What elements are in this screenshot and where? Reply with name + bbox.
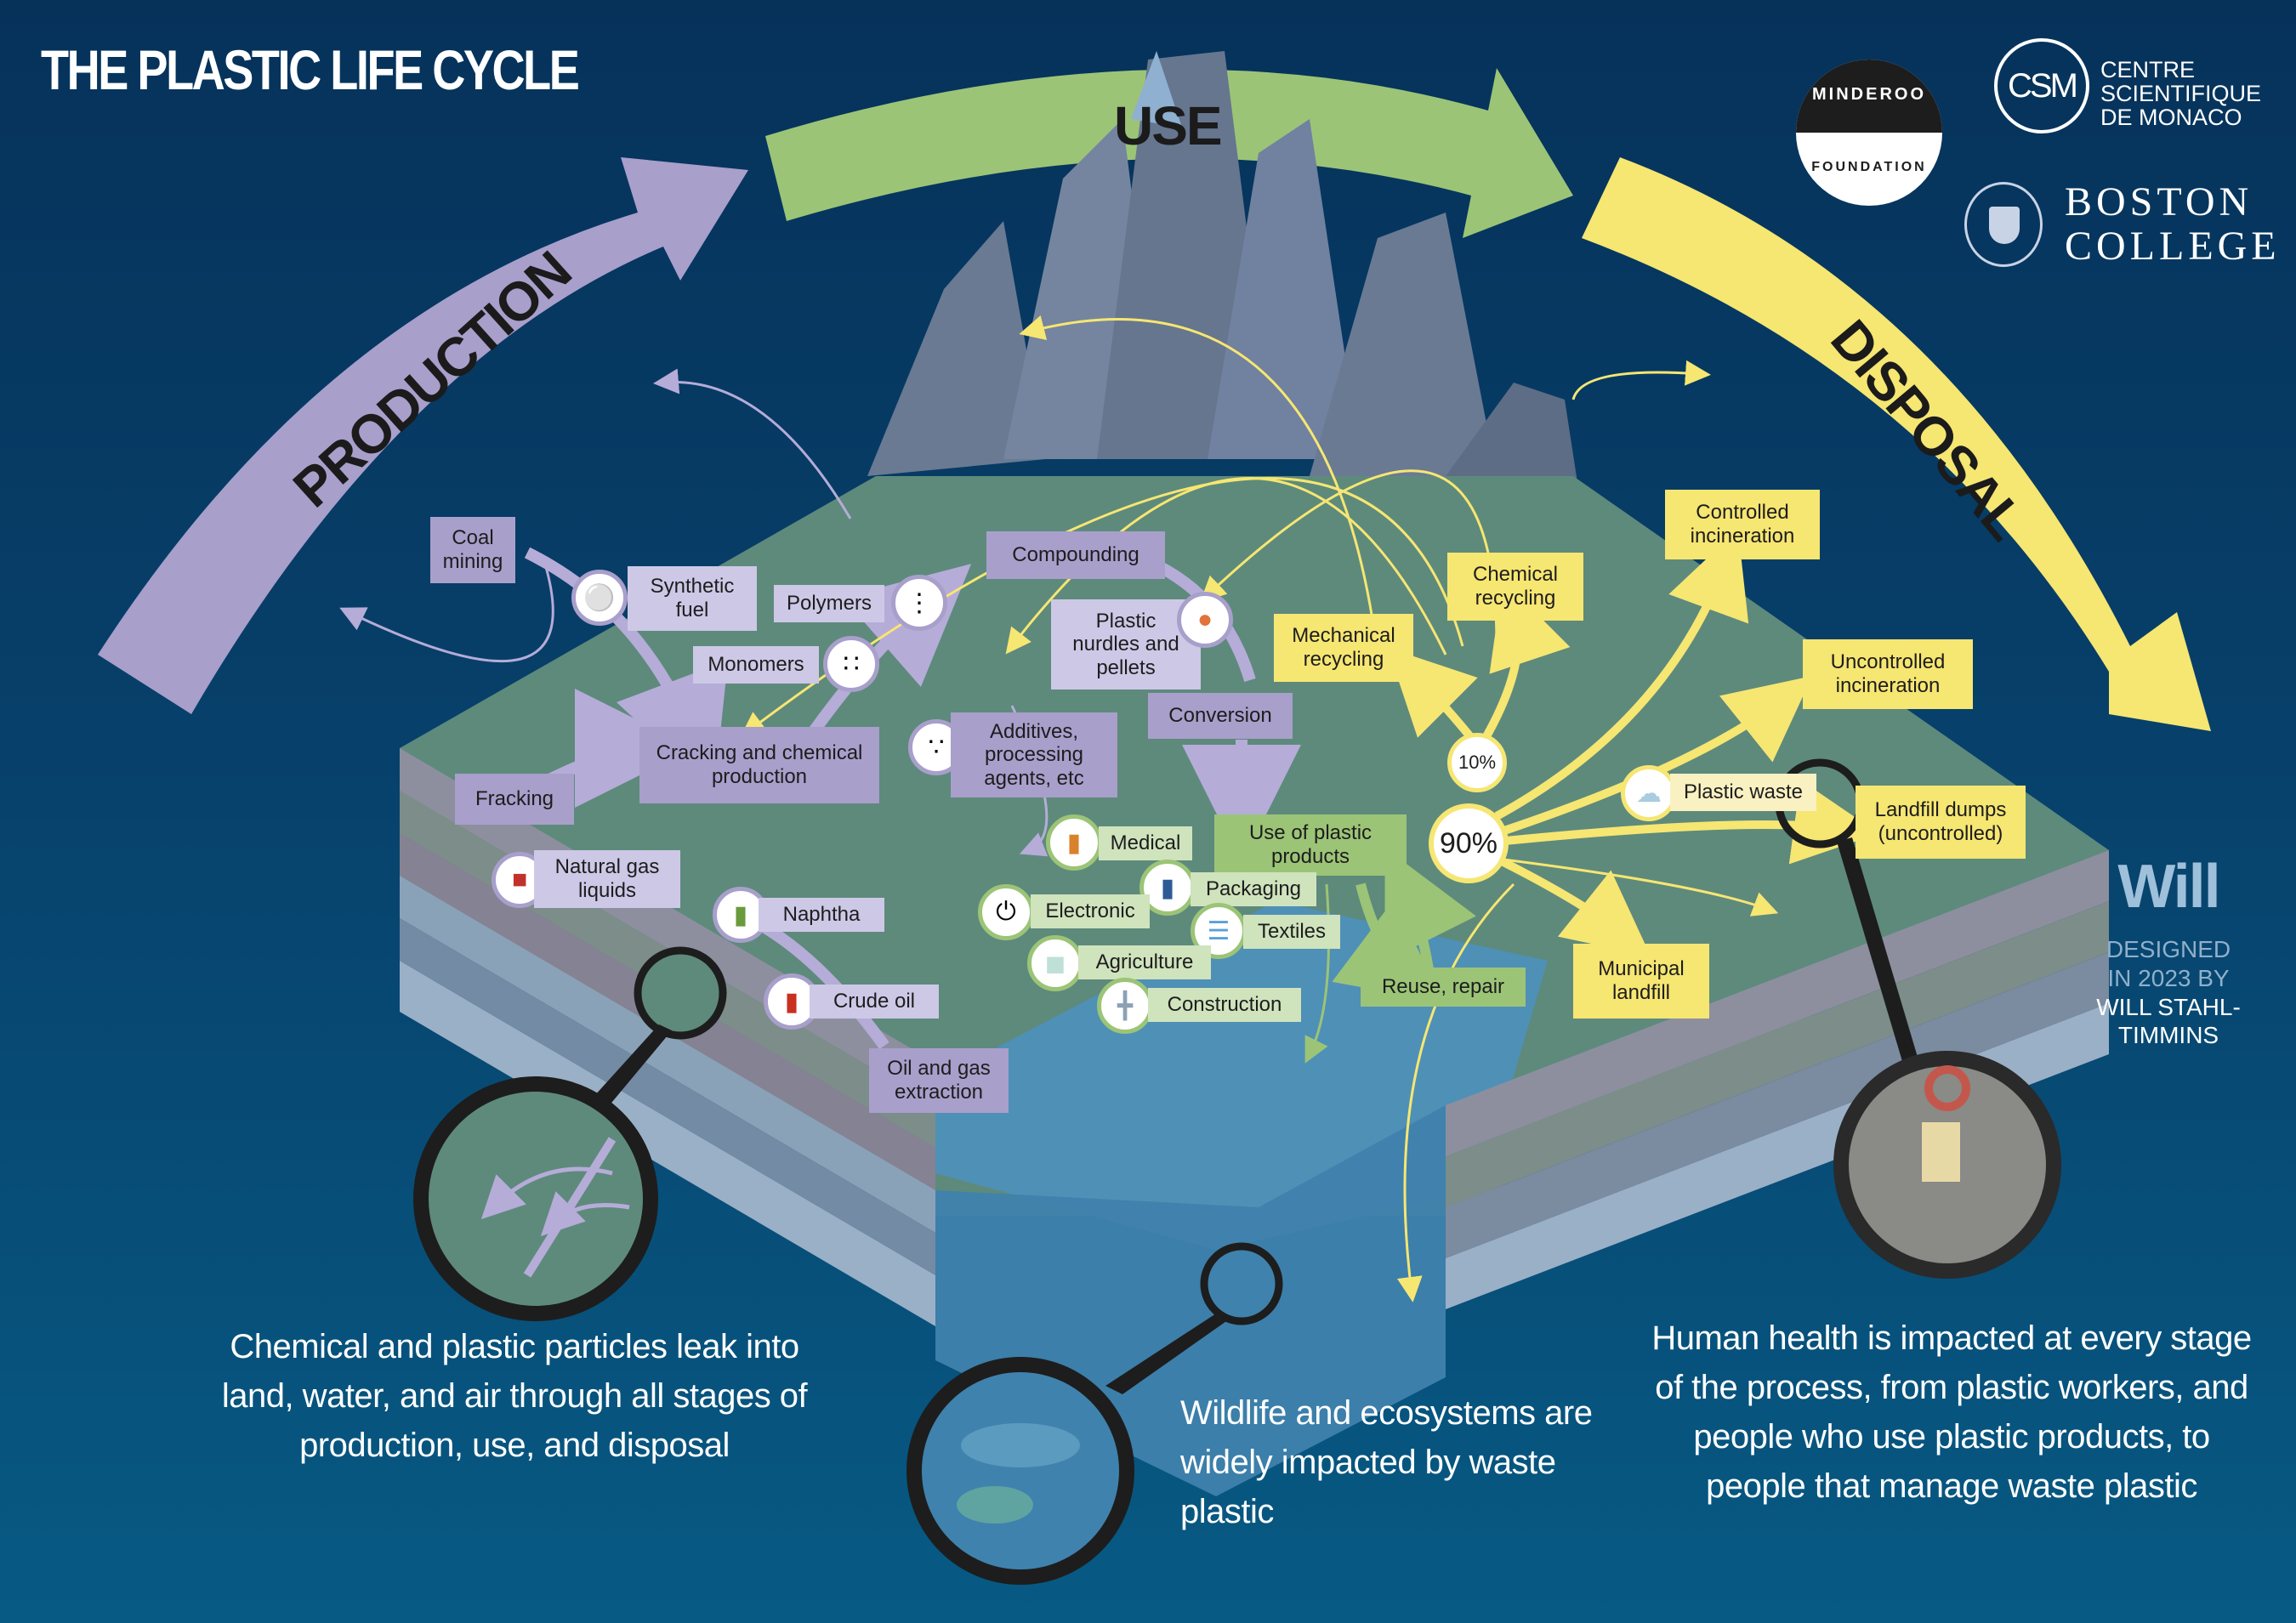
label-landfill-dumps: Landfill dumps (uncontrolled) [1856, 786, 2026, 859]
label-oil-gas-extraction: Oil and gas extraction [869, 1048, 1009, 1113]
label-use-of-plastic-products: Use of plastic products [1214, 814, 1407, 876]
credit-line1: DESIGNED [2106, 936, 2231, 963]
caption-wildlife: Wildlife and ecosystems are widely impac… [1180, 1394, 1593, 1530]
plug-icon: ⏻ [978, 884, 1034, 940]
polymer-molecule-icon: ⋮ [891, 575, 947, 631]
label-nurdles: Plastic nurdles and pellets [1051, 599, 1201, 689]
bc-seal-icon [1964, 182, 2043, 267]
label-naphtha: Naphtha [759, 898, 884, 932]
disposal-flows [1387, 529, 1879, 956]
csm-line1: CENTRE [2100, 57, 2196, 82]
page-title: THE PLASTIC LIFE CYCLE [41, 38, 580, 101]
label-mechanical-recycling: Mechanical recycling [1274, 614, 1413, 682]
minderoo-logo: MINDEROO FOUNDATION [1796, 60, 1942, 206]
csm-line3: DE MONACO [2100, 105, 2242, 130]
label-controlled-incineration: Controlled incineration [1665, 490, 1820, 559]
badge-recycled-percent: 10% [1447, 733, 1507, 792]
label-fracking: Fracking [455, 774, 574, 825]
caption-leak: Chemical and plastic particles leak into… [221, 1328, 808, 1464]
label-packaging: Packaging [1191, 872, 1316, 906]
label-compounding: Compounding [986, 531, 1165, 579]
bc-line1: BOSTON [2065, 179, 2253, 224]
label-monomers: Monomers [693, 646, 819, 684]
csm-mark: CSM [1994, 38, 2089, 133]
label-agriculture: Agriculture [1078, 945, 1211, 979]
label-synthetic-fuel: Synthetic fuel [628, 566, 757, 631]
label-additives: Additives, processing agents, etc [951, 712, 1117, 797]
nurdles-icon: ● [1177, 592, 1233, 648]
label-crude-oil: Crude oil [810, 985, 939, 1019]
csm-logo: CSM CENTRE SCIENTIFIQUE DE MONACO [1994, 38, 2275, 149]
minderoo-bottom-text: FOUNDATION [1811, 160, 1927, 174]
will-logo: Will [2117, 853, 2220, 921]
label-conversion: Conversion [1148, 693, 1293, 739]
boston-college-logo: BOSTON COLLEGE [1964, 179, 2279, 272]
plastic-bags-icon: ☁ [1621, 765, 1677, 821]
label-textiles: Textiles [1243, 915, 1340, 949]
label-municipal-landfill: Municipal landfill [1573, 944, 1709, 1019]
badge-waste-percent: 90% [1429, 803, 1509, 883]
wildlife-magnifier [906, 1242, 1283, 1585]
label-plastic-waste: Plastic waste [1670, 774, 1816, 811]
credit-line2: IN 2023 BY [2107, 964, 2230, 991]
synthetic-fuel-icon: ⚪ [571, 570, 628, 626]
csm-line2: SCIENTIFIQUE [2100, 81, 2262, 106]
production-arrow [98, 157, 748, 714]
designer-credit: Will DESIGNED IN 2023 BY WILL STAHL- TIM… [2066, 850, 2270, 1050]
pipe-fitting-icon: ╋ [1097, 978, 1153, 1034]
label-medical: Medical [1099, 826, 1192, 860]
credit-line3: WILL STAHL- [2096, 993, 2241, 1020]
bc-line2: COLLEGE [2065, 224, 2281, 269]
label-uncontrolled-incineration: Uncontrolled incineration [1803, 639, 1973, 709]
label-reuse-repair: Reuse, repair [1361, 968, 1526, 1007]
monomer-molecule-icon: ∷ [823, 636, 879, 692]
minderoo-top-text: MINDEROO [1812, 85, 1926, 104]
label-ngl: Natural gas liquids [534, 850, 680, 908]
label-construction: Construction [1148, 988, 1301, 1022]
disposal-arrow [1582, 157, 2211, 731]
caption-health: Human health is impacted at every stage … [1651, 1319, 2252, 1505]
label-electronic: Electronic [1031, 894, 1150, 928]
label-chemical-recycling: Chemical recycling [1447, 553, 1583, 621]
health-magnifier [1775, 758, 2061, 1279]
label-cracking: Cracking and chemical production [639, 727, 879, 803]
label-coal-mining: Coal mining [430, 517, 515, 583]
greenhouse-icon: ◼ [1027, 935, 1083, 991]
pill-bottle-icon: ▮ [1046, 814, 1102, 871]
leak-magnifier [413, 946, 727, 1321]
label-polymers: Polymers [774, 585, 884, 622]
credit-line4: TIMMINS [2117, 1022, 2219, 1049]
